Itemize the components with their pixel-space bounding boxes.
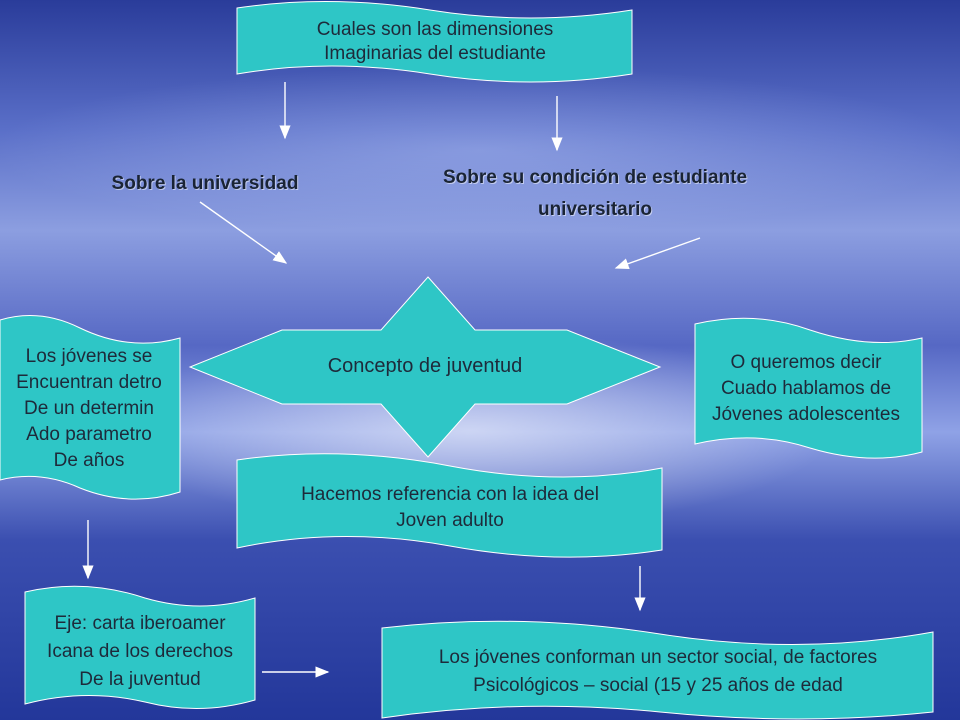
arrow-condicion-to-center: [614, 237, 701, 270]
bottom-center-banner-shape: [236, 453, 663, 558]
left-banner-shape: [0, 315, 181, 500]
top-banner-shape: [236, 1, 633, 83]
label-sobre-universidad: Sobre la universidad: [111, 173, 299, 194]
label-sobre-condicion: Sobre su condición de estudiante univers…: [442, 167, 748, 220]
bottom-right-box-text: Los jóvenes conforman un sector social, …: [438, 647, 878, 696]
right-box-text: O queremos decir Cuado hablamos de Jóven…: [711, 352, 900, 425]
top-box-text: Cuales son las dimensiones Imaginarias d…: [316, 19, 554, 64]
right-banner-shape: [694, 317, 923, 459]
arrow-universidad-to-center: [199, 201, 288, 264]
bottom-left-banner-shape: [24, 585, 256, 710]
center-cross-arrow: [188, 276, 662, 458]
bottom-center-box-text: Hacemos referencia con la idea del Joven…: [301, 484, 599, 531]
bottom-right-banner-shape: [381, 620, 934, 720]
bottom-left-box-text: Eje: carta iberoamer Icana de los derech…: [47, 613, 233, 690]
left-box-text: Los jóvenes se Encuentran detro De un de…: [16, 346, 162, 471]
center-concept-label: Concepto de juventud: [327, 355, 523, 377]
